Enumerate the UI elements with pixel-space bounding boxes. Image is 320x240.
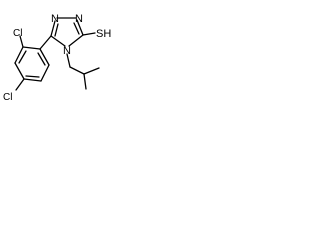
bond-c5-n1	[50, 20, 56, 37]
bond-ch-ch3-a	[83, 67, 100, 75]
isobutyl-chain	[66, 53, 100, 90]
bond-ar2-ar3	[14, 46, 24, 64]
bond-ar3-ar4	[14, 62, 25, 80]
bond-ar4-ar5	[23, 78, 42, 82]
bond-ar4-ar5-double	[25, 75, 40, 78]
atom-cl-upper-label: Cl	[13, 28, 22, 39]
bond-ar5-ar6	[40, 64, 50, 82]
dichlorophenyl-ring	[14, 46, 50, 82]
bond-ar1-ar2	[22, 46, 41, 50]
bond-c3-s	[82, 32, 96, 36]
bond-n2-c3	[76, 19, 84, 36]
structure-drawing: N N N SH Cl Cl	[3, 13, 111, 103]
bond-ar6-ar1-double	[37, 52, 46, 66]
bond-c5-n1-double	[54, 23, 59, 37]
bond-ar6-ar1	[39, 48, 50, 66]
bond-ar2-cl	[19, 35, 24, 48]
chemical-structure: N N N SH Cl Cl	[0, 0, 121, 108]
bond-ch2-ch	[69, 66, 85, 75]
bond-n4-ch2	[66, 53, 71, 68]
bond-ch-ch3-b	[83, 73, 87, 90]
bond-n4-c5	[50, 35, 66, 47]
triazole-ring	[50, 17, 84, 47]
atom-n2-label: N	[75, 13, 83, 25]
bond-c5-aryl	[39, 35, 52, 50]
atom-n1-label: N	[51, 13, 59, 25]
atom-sh-label: SH	[96, 28, 111, 40]
atom-n4-label: N	[63, 45, 71, 57]
bond-c3-n4	[68, 34, 84, 47]
bond-ar2-ar3-double	[18, 50, 27, 64]
bond-n2-c3-double	[73, 22, 80, 35]
atom-cl-lower-label: Cl	[3, 92, 12, 103]
bond-ar4-cl	[15, 78, 25, 91]
